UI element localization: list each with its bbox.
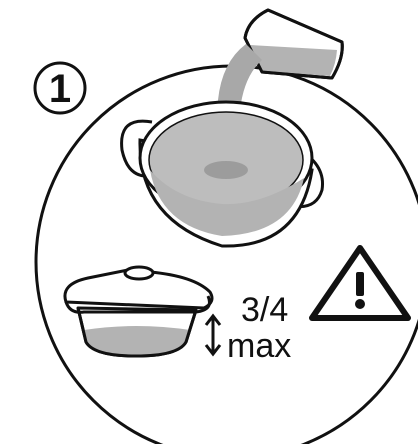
step-badge: 1 bbox=[35, 63, 85, 113]
lid-knob bbox=[125, 267, 153, 279]
bowl-with-liquid-icon bbox=[122, 102, 323, 246]
fill-limit-word: max bbox=[227, 327, 291, 365]
step-number: 1 bbox=[49, 67, 71, 111]
cup-pouring-liquid-icon bbox=[245, 10, 342, 78]
warning-triangle-icon bbox=[312, 248, 408, 318]
covered-dish-icon bbox=[65, 267, 212, 356]
double-arrow-level-icon bbox=[206, 316, 220, 354]
fill-limit-fraction: 3/4 bbox=[241, 291, 288, 329]
